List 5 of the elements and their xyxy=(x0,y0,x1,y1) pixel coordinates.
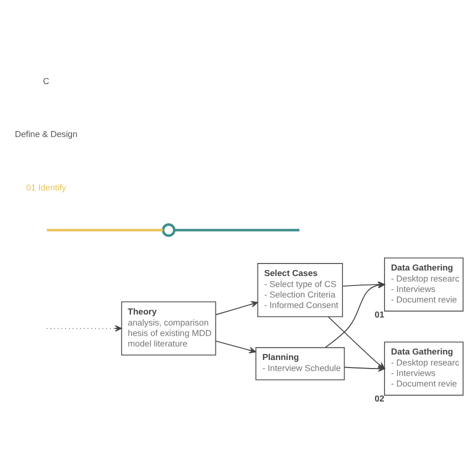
node-label: 02 xyxy=(374,393,384,404)
label: Define & Design xyxy=(14,128,78,139)
label: 01 Identify xyxy=(26,182,66,192)
node-label: 01 xyxy=(374,308,384,319)
label: C xyxy=(43,75,50,86)
